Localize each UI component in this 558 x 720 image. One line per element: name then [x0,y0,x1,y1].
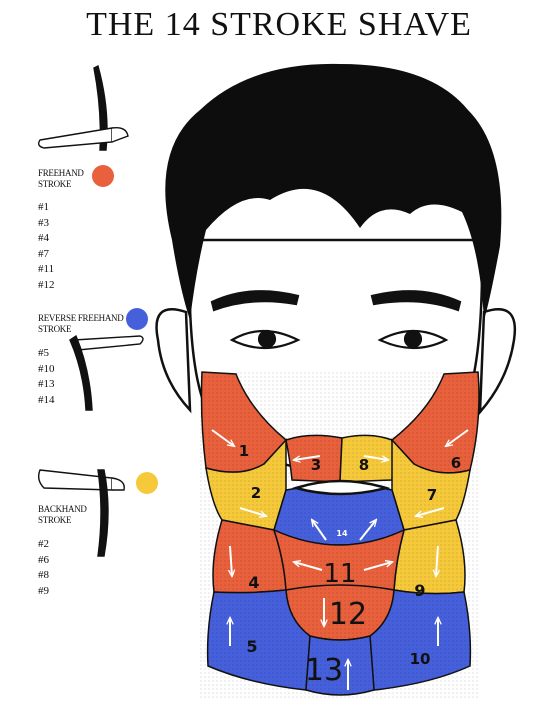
eyes [210,290,462,350]
legend-freehand-line1: FREEHAND [38,168,84,178]
legend-freehand-label: FREEHAND STROKE [38,168,84,190]
legend-freehand-strokes: #1 #3 #4 #7 #11 #12 [38,200,55,293]
stroke-item: #7 [38,247,49,260]
stroke-item: #14 [38,393,55,406]
razor-icon-freehand [37,64,129,151]
zone-label-9: 9 [414,581,425,600]
stroke-item: #8 [38,569,49,581]
razor-icon-backhand [37,469,125,557]
stroke-item: #2 [38,538,49,550]
zone-label-13: 13 [305,653,343,688]
stroke-item: #12 [38,278,55,291]
legend-backhand-line2: STROKE [38,515,72,525]
zone-label-7: 7 [427,486,437,504]
legend-reverse-line2: STROKE [38,324,72,334]
legend-freehand-swatch [92,165,114,187]
zone-label-6: 6 [451,454,461,472]
stroke-item: #3 [38,216,49,229]
zone-label-8: 8 [359,456,369,474]
zone-label-5: 5 [246,637,257,656]
stroke-item: #10 [38,362,55,375]
legend-backhand-swatch [136,472,158,494]
stroke-item: #1 [38,201,49,213]
stroke-item: #5 [38,347,49,359]
zone-label-11: 11 [323,559,356,589]
zone-label-1: 1 [239,442,249,460]
legend-freehand-line2: STROKE [38,179,72,189]
stroke-item: #11 [38,263,55,275]
stroke-item: #6 [38,553,49,566]
zone-label-10: 10 [410,650,431,668]
legend-reverse-strokes: #5 #10 #13 #14 [38,346,55,408]
page-title: THE 14 STROKE SHAVE [86,6,472,43]
stroke-item: #4 [38,232,49,244]
zone-numbers: 1 2 3 4 5 6 7 8 9 10 11 12 13 14 [239,442,461,688]
zone-label-3: 3 [311,456,321,474]
legend-backhand-line1: BACKHAND [38,504,87,514]
legend-reverse-line1: REVERSE FREEHAND [38,313,124,323]
legend-reverse-swatch [126,308,148,330]
stroke-arrows [211,429,469,690]
hair [165,63,502,320]
zone-9 [393,519,466,595]
zone-label-12: 12 [329,597,367,632]
stroke-item: #13 [38,378,55,390]
stroke-item: #9 [38,584,49,597]
zone-label-2: 2 [251,484,261,502]
zone-label-4: 4 [248,573,259,592]
zone-label-14: 14 [336,529,348,538]
legend-reverse-label: REVERSE FREEHAND STROKE [38,313,124,335]
razor-icon-reverse [69,334,144,411]
legend-backhand-label: BACKHAND STROKE [38,504,87,526]
legend-backhand-strokes: #2 #6 #8 #9 [38,537,49,599]
mouth [291,479,391,496]
